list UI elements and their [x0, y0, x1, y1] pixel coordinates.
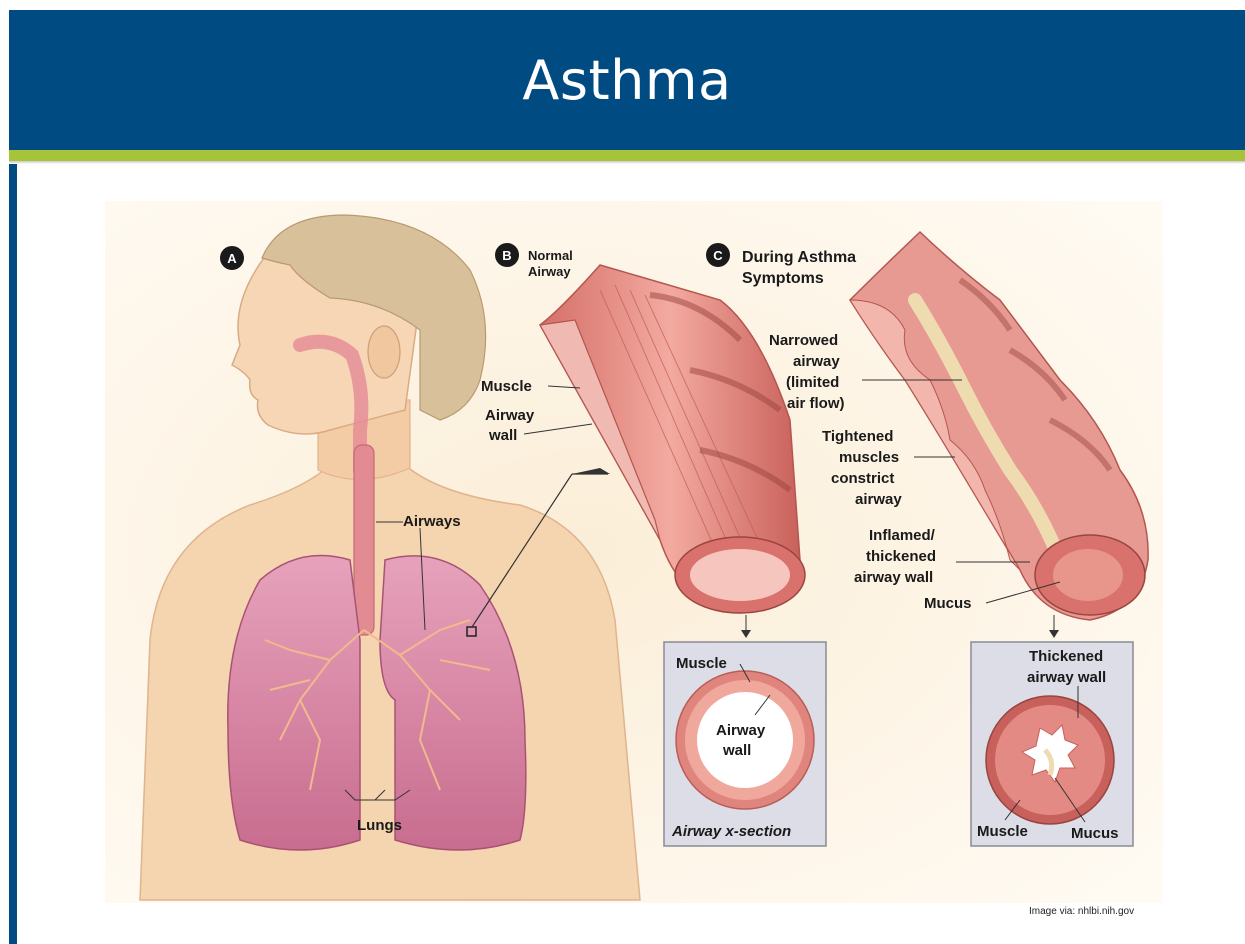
panel-c-title-1: During Asthma — [742, 249, 856, 266]
image-credit: Image via: nhlbi.nih.gov — [1029, 906, 1134, 917]
panel-b-letter: B — [502, 248, 511, 263]
label-tightened-1: Tightened — [822, 428, 893, 445]
label-narrowed-4: air flow) — [787, 395, 845, 412]
label-inflamed-3: airway wall — [854, 569, 933, 586]
title-shadow — [9, 161, 1245, 164]
label-asthma-muscle: Muscle — [977, 823, 1028, 840]
title-accent-stripe — [9, 150, 1245, 161]
panel-a-letter: A — [227, 251, 237, 266]
label-xsec-muscle: Muscle — [676, 655, 727, 672]
panel-c-title-2: Symptoms — [742, 270, 824, 287]
label-lungs: Lungs — [357, 817, 402, 834]
label-inflamed-2: thickened — [866, 548, 936, 565]
label-tightened-2: muscles — [839, 449, 899, 466]
label-airway-wall-b-1: Airway — [485, 407, 535, 424]
left-accent-bar — [9, 164, 17, 944]
panel-b-title-2: Airway — [528, 264, 571, 279]
trachea — [354, 445, 374, 635]
label-inflamed-1: Inflamed/ — [869, 527, 936, 544]
label-xsec-wall-2: wall — [722, 742, 751, 759]
panel-c-letter: C — [713, 248, 723, 263]
label-asthma-mucus: Mucus — [1071, 825, 1119, 842]
label-tightened-3: constrict — [831, 470, 894, 487]
label-airway-wall-b-2: wall — [488, 427, 517, 444]
label-thick-1: Thickened — [1029, 648, 1103, 665]
label-narrowed-3: (limited — [786, 374, 839, 391]
label-tightened-4: airway — [855, 491, 902, 508]
label-xsec-wall-1: Airway — [716, 722, 766, 739]
label-mucus-c: Mucus — [924, 595, 972, 612]
label-narrowed-1: Narrowed — [769, 332, 838, 349]
asthma-illustration: A Airways Lungs B Normal Airway Muscle A… — [105, 201, 1163, 903]
label-narrowed-2: airway — [793, 353, 840, 370]
label-thick-2: airway wall — [1027, 669, 1106, 686]
label-airways: Airways — [403, 513, 461, 530]
label-muscle-b: Muscle — [481, 378, 532, 395]
panel-b-title-1: Normal — [528, 248, 573, 263]
page-title: Asthma — [9, 10, 1245, 150]
ear — [368, 326, 400, 378]
label-xsec-caption: Airway x-section — [671, 823, 791, 840]
